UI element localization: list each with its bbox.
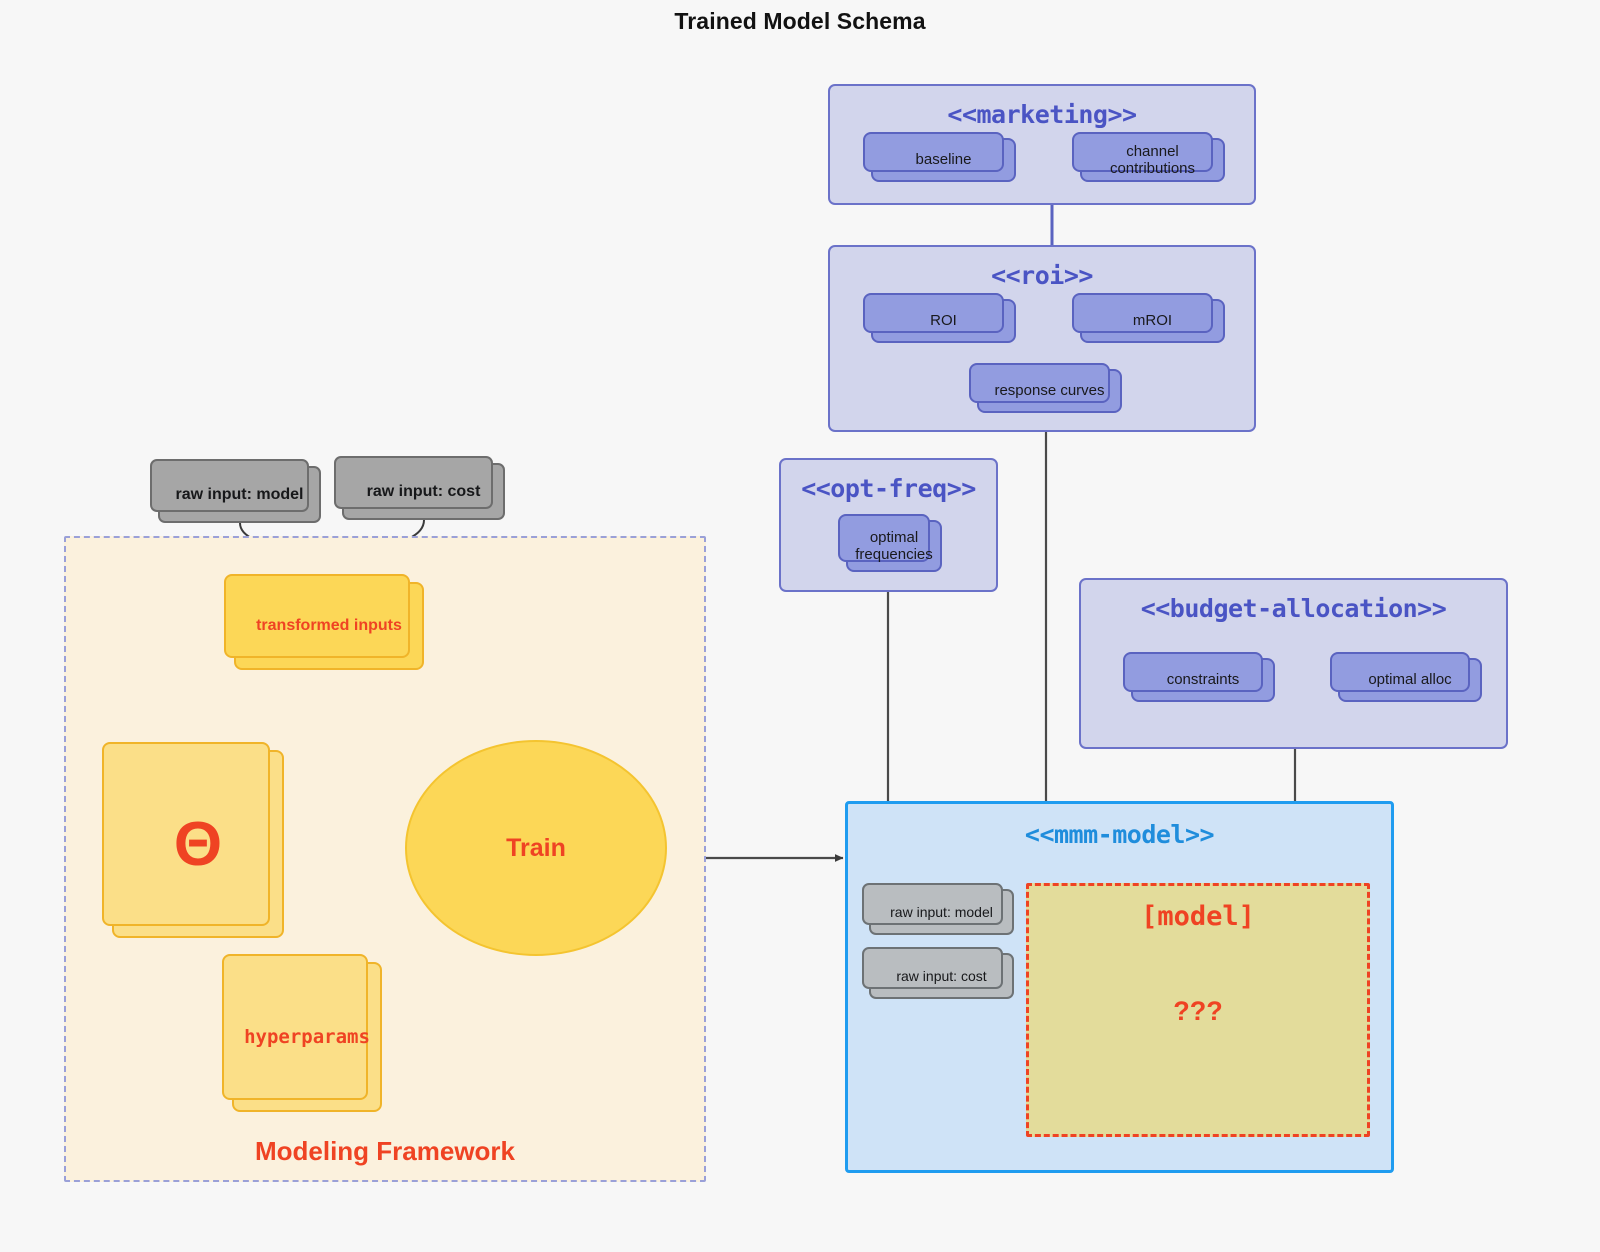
node-response-curves[interactable]: response curves: [969, 363, 1122, 413]
hyperparams-label: hyperparams: [244, 1026, 370, 1048]
model-placeholder-title: [model]: [1141, 901, 1255, 932]
raw-input-cost-node[interactable]: raw input: cost: [334, 456, 505, 520]
node-mroi-label: mROI: [1132, 312, 1173, 330]
transformed-inputs-node[interactable]: transformed inputs: [224, 574, 424, 670]
node-mroi[interactable]: mROI: [1072, 293, 1225, 343]
package-mmm-model-title: <<mmm-model>>: [1024, 820, 1215, 849]
theta-symbol: Θ: [173, 809, 223, 879]
node-optimal-frequencies-label-line1: optimal: [869, 528, 919, 546]
node-constraints[interactable]: constraints: [1123, 652, 1275, 702]
raw-input-cost-label: raw input: cost: [366, 482, 481, 500]
transformed-inputs-label: transformed inputs: [256, 617, 402, 634]
node-baseline[interactable]: baseline: [863, 132, 1016, 182]
modeling-framework-label: Modeling Framework: [254, 1136, 516, 1166]
node-channel-contributions-label: channel contributions: [1109, 142, 1196, 177]
mmm-raw-input-cost-node[interactable]: raw input: cost: [862, 947, 1014, 999]
node-roi[interactable]: ROI: [863, 293, 1016, 343]
node-optimal-frequencies-label-line2: frequencies: [855, 546, 933, 563]
hyperparams-node[interactable]: hyperparams: [222, 954, 382, 1112]
package-budget-allocation-title: <<budget-allocation>>: [1140, 594, 1447, 623]
model-placeholder-question: ???: [1173, 996, 1223, 1026]
train-label: Train: [506, 833, 566, 862]
page-title: Trained Model Schema: [674, 8, 926, 34]
node-constraints-label: constraints: [1166, 671, 1240, 689]
node-roi-label: ROI: [930, 312, 957, 330]
package-marketing-title: <<marketing>>: [947, 100, 1137, 129]
node-baseline-label: baseline: [915, 151, 972, 169]
model-placeholder-box[interactable]: [model] ???: [1026, 883, 1370, 1137]
raw-input-model-node[interactable]: raw input: model: [150, 459, 321, 523]
node-optimal-frequencies[interactable]: optimal frequencies: [838, 514, 942, 572]
package-roi-title: <<roi>>: [991, 261, 1093, 290]
theta-node[interactable]: Θ: [102, 742, 284, 938]
node-response-curves-label: response curves: [994, 382, 1105, 400]
node-optimal-alloc-label: optimal alloc: [1368, 671, 1452, 689]
mmm-raw-input-model-node[interactable]: raw input: model: [862, 883, 1014, 935]
node-channel-contributions[interactable]: channel contributions: [1072, 132, 1225, 182]
raw-input-model-label: raw input: model: [175, 485, 304, 503]
train-ellipse[interactable]: Train: [405, 740, 667, 956]
node-optimal-alloc[interactable]: optimal alloc: [1330, 652, 1482, 702]
package-opt-freq-title: <<opt-freq>>: [801, 474, 976, 503]
mmm-raw-input-cost-label: raw input: cost: [896, 968, 987, 984]
mmm-raw-input-model-label: raw input: model: [890, 904, 993, 920]
